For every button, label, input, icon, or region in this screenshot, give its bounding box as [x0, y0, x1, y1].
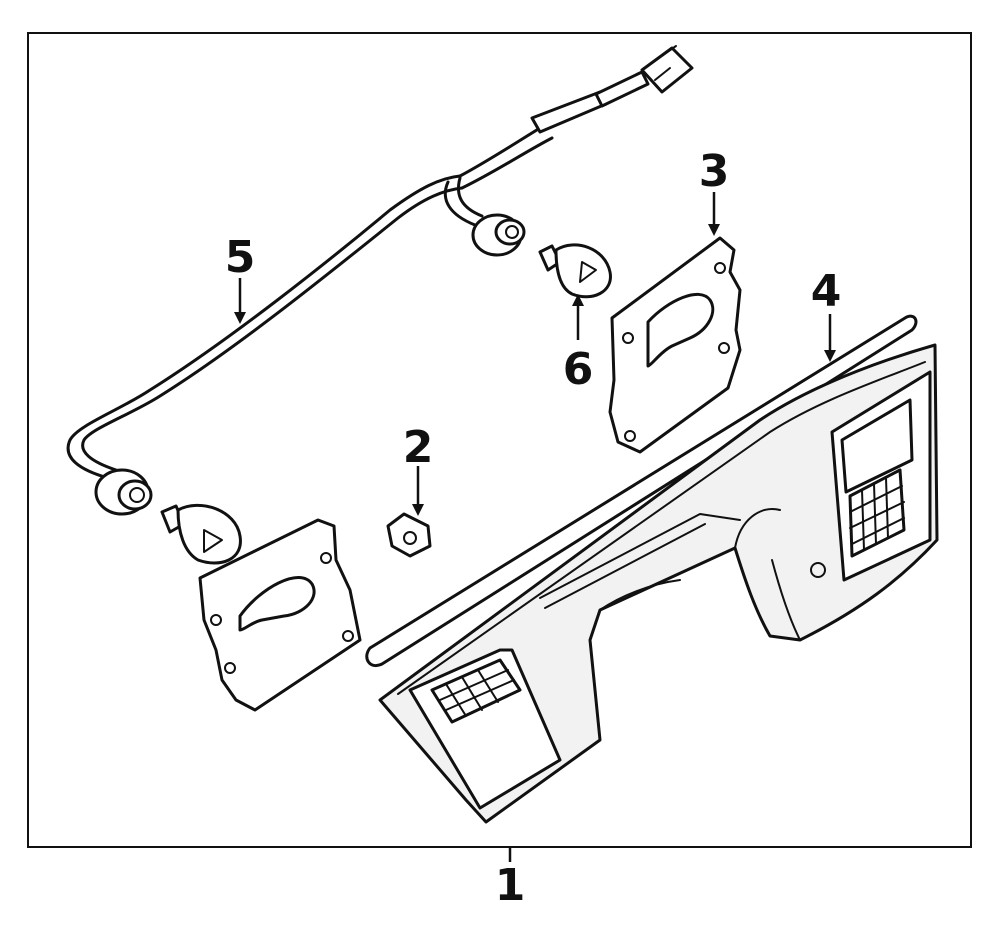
diagram-frame	[27, 32, 972, 848]
callout-3: 3	[699, 146, 730, 236]
wire-harness	[66, 45, 694, 516]
gasket-left	[198, 518, 362, 712]
nut	[386, 512, 432, 558]
bulb-right	[538, 243, 612, 299]
callout-1: 1	[495, 848, 526, 911]
callout-label-2: 2	[403, 422, 434, 473]
callout-4: 4	[811, 266, 842, 362]
callout-label-6: 6	[563, 344, 594, 395]
callout-6: 6	[563, 294, 594, 395]
callout-label-3: 3	[699, 146, 730, 197]
callout-label-1: 1	[495, 860, 526, 911]
callout-2: 2	[403, 422, 434, 516]
bulb-left	[160, 503, 242, 565]
callout-label-5: 5	[225, 232, 256, 283]
lamp-housing	[365, 314, 939, 824]
callout-label-4: 4	[811, 266, 842, 317]
callout-5: 5	[225, 232, 256, 324]
gasket-right	[608, 236, 742, 454]
